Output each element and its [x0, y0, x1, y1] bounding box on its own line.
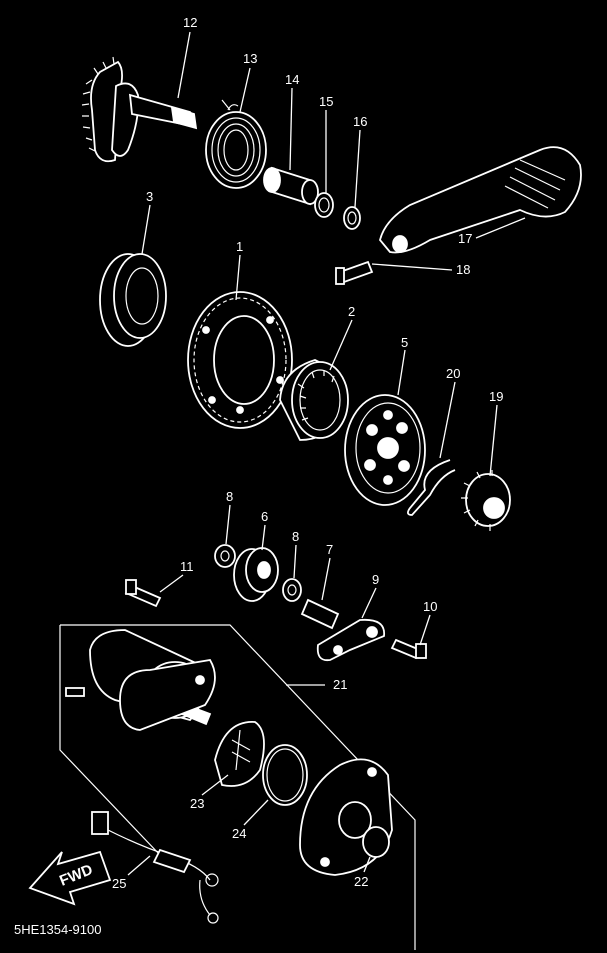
label-3: 3	[146, 189, 153, 204]
label-23: 23	[190, 796, 204, 811]
part-13-torsion-spring	[205, 99, 267, 189]
part-17-kick-crank	[379, 146, 582, 254]
part-7-shaft	[300, 598, 340, 630]
part-23-end-plate	[214, 721, 265, 787]
callout-labels: 12 13 14 15 16 3 17 18 1 2 5 20 19 8 6 8…	[112, 15, 503, 891]
label-18: 18	[456, 262, 470, 277]
part-11-bolt	[124, 579, 162, 608]
part-18-bolt	[335, 260, 374, 285]
part-6-idler-gear	[233, 547, 279, 602]
part-12-kick-shaft	[81, 56, 198, 163]
part-5-clutch-housing	[344, 394, 426, 506]
label-13: 13	[243, 51, 257, 66]
part-14-collar	[263, 166, 319, 206]
label-6: 6	[261, 509, 268, 524]
label-19: 19	[489, 389, 503, 404]
label-8a: 8	[226, 489, 233, 504]
diagram-code: 5HE1354-9100	[14, 922, 101, 937]
fwd-arrow: FWD	[28, 850, 112, 906]
label-9: 9	[372, 572, 379, 587]
label-2: 2	[348, 304, 355, 319]
label-25: 25	[112, 876, 126, 891]
label-16: 16	[353, 114, 367, 129]
part-1-ring-gear	[187, 291, 293, 429]
label-17: 17	[458, 231, 472, 246]
label-11: 11	[180, 559, 194, 574]
part-22-cover	[299, 758, 393, 876]
label-21: 21	[333, 677, 347, 692]
label-12: 12	[183, 15, 197, 30]
part-2-clutch-bearing	[279, 359, 349, 441]
part-16-washer	[343, 206, 361, 230]
label-15: 15	[319, 94, 333, 109]
part-19-pinion	[461, 470, 511, 531]
label-24: 24	[232, 826, 246, 841]
leader-lines	[127, 31, 526, 876]
label-10: 10	[423, 599, 437, 614]
part-8a-washer	[214, 544, 236, 568]
part-9-plate	[316, 618, 385, 662]
label-8b: 8	[292, 529, 299, 544]
part-25-lead-wire	[91, 811, 219, 924]
part-15-washer	[314, 192, 334, 218]
part-8b-washer	[282, 578, 302, 602]
part-3-oil-seal	[99, 253, 167, 347]
label-1: 1	[236, 239, 243, 254]
part-20-clip	[407, 459, 456, 516]
part-21-starter-frame	[59, 624, 416, 950]
label-14: 14	[285, 72, 299, 87]
label-5: 5	[401, 335, 408, 350]
label-22: 22	[354, 874, 368, 889]
label-20: 20	[446, 366, 460, 381]
part-24-o-ring	[262, 744, 308, 806]
label-7: 7	[326, 542, 333, 557]
